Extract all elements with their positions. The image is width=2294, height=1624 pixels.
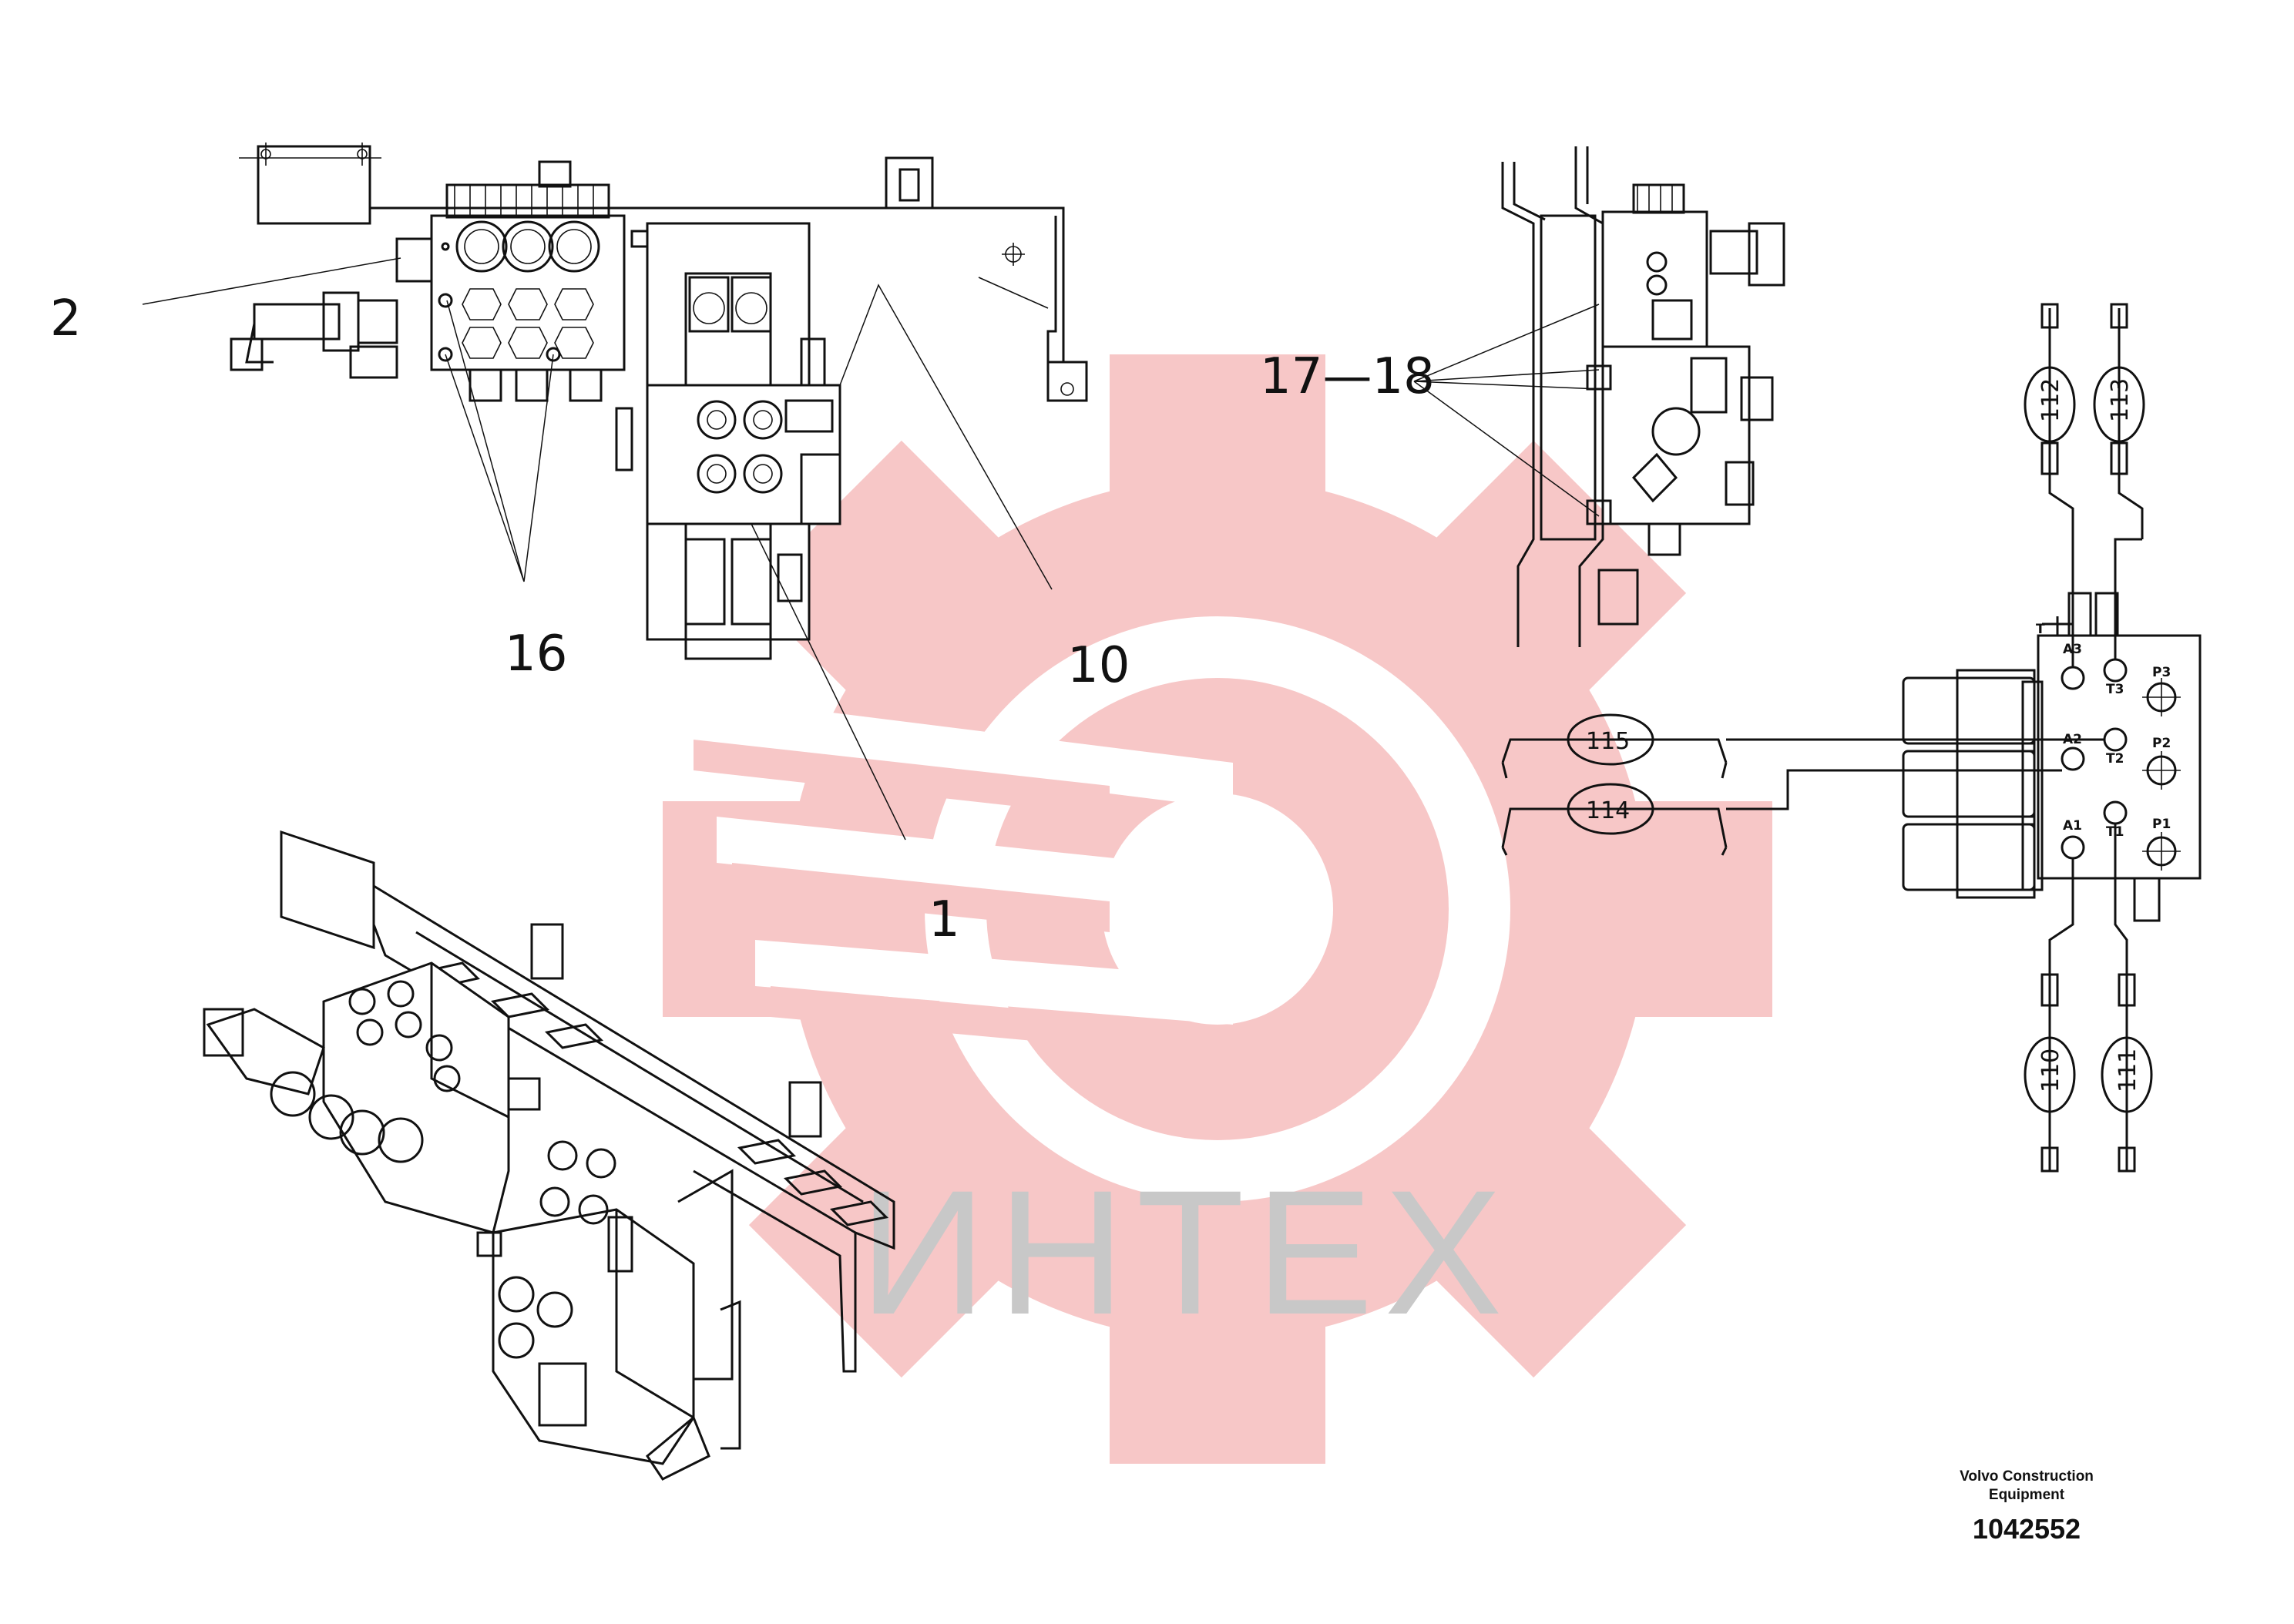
manufacturer-line-1: Volvo Construction — [1960, 1468, 2094, 1485]
hose-label-112: 112 — [2037, 378, 2064, 422]
part-number: 1042552 — [1972, 1513, 2081, 1545]
callout-2: 2 — [50, 290, 82, 347]
title-block: Volvo Construction Equipment 1042552 — [1911, 1468, 2142, 1548]
port-label-t: T — [2036, 622, 2045, 637]
side-view-assembly — [1501, 146, 1785, 647]
hose-label-111: 111 — [2114, 1049, 2141, 1092]
port-label-p1: P1 — [2152, 817, 2171, 832]
port-label-a3: A3 — [2063, 642, 2082, 657]
hose-label-113: 113 — [2107, 378, 2134, 422]
port-label-a1: A1 — [2063, 818, 2082, 834]
isometric-view-assembly — [203, 830, 895, 1481]
hose-label-115: 115 — [1586, 728, 1630, 755]
port-label-a2: A2 — [2063, 732, 2082, 747]
callout-1: 1 — [929, 891, 960, 948]
manufacturer-line-2: Equipment — [1988, 1487, 2065, 1503]
port-label-t3: T3 — [2106, 682, 2124, 697]
watermark-logo — [663, 354, 1772, 1464]
side-view-leaders — [1413, 304, 1600, 517]
hose-label-114: 114 — [1586, 797, 1630, 824]
hose-label-110: 110 — [2037, 1049, 2064, 1092]
port-label-t1: T1 — [2106, 824, 2124, 840]
callout-16: 16 — [505, 626, 567, 683]
watermark-text: ИНТЕХ — [859, 1153, 1513, 1351]
port-label-p3: P3 — [2152, 665, 2171, 680]
port-label-p2: P2 — [2152, 736, 2171, 751]
port-label-t2: T2 — [2106, 751, 2124, 767]
callout-10: 10 — [1067, 637, 1130, 694]
front-view-leaders — [142, 257, 1053, 841]
front-view-assembly — [230, 143, 1088, 660]
callout-17-18: 17—18 — [1260, 348, 1435, 405]
hydraulic-schematic: 112 113 110 111 115 114 — [1501, 303, 2202, 1173]
